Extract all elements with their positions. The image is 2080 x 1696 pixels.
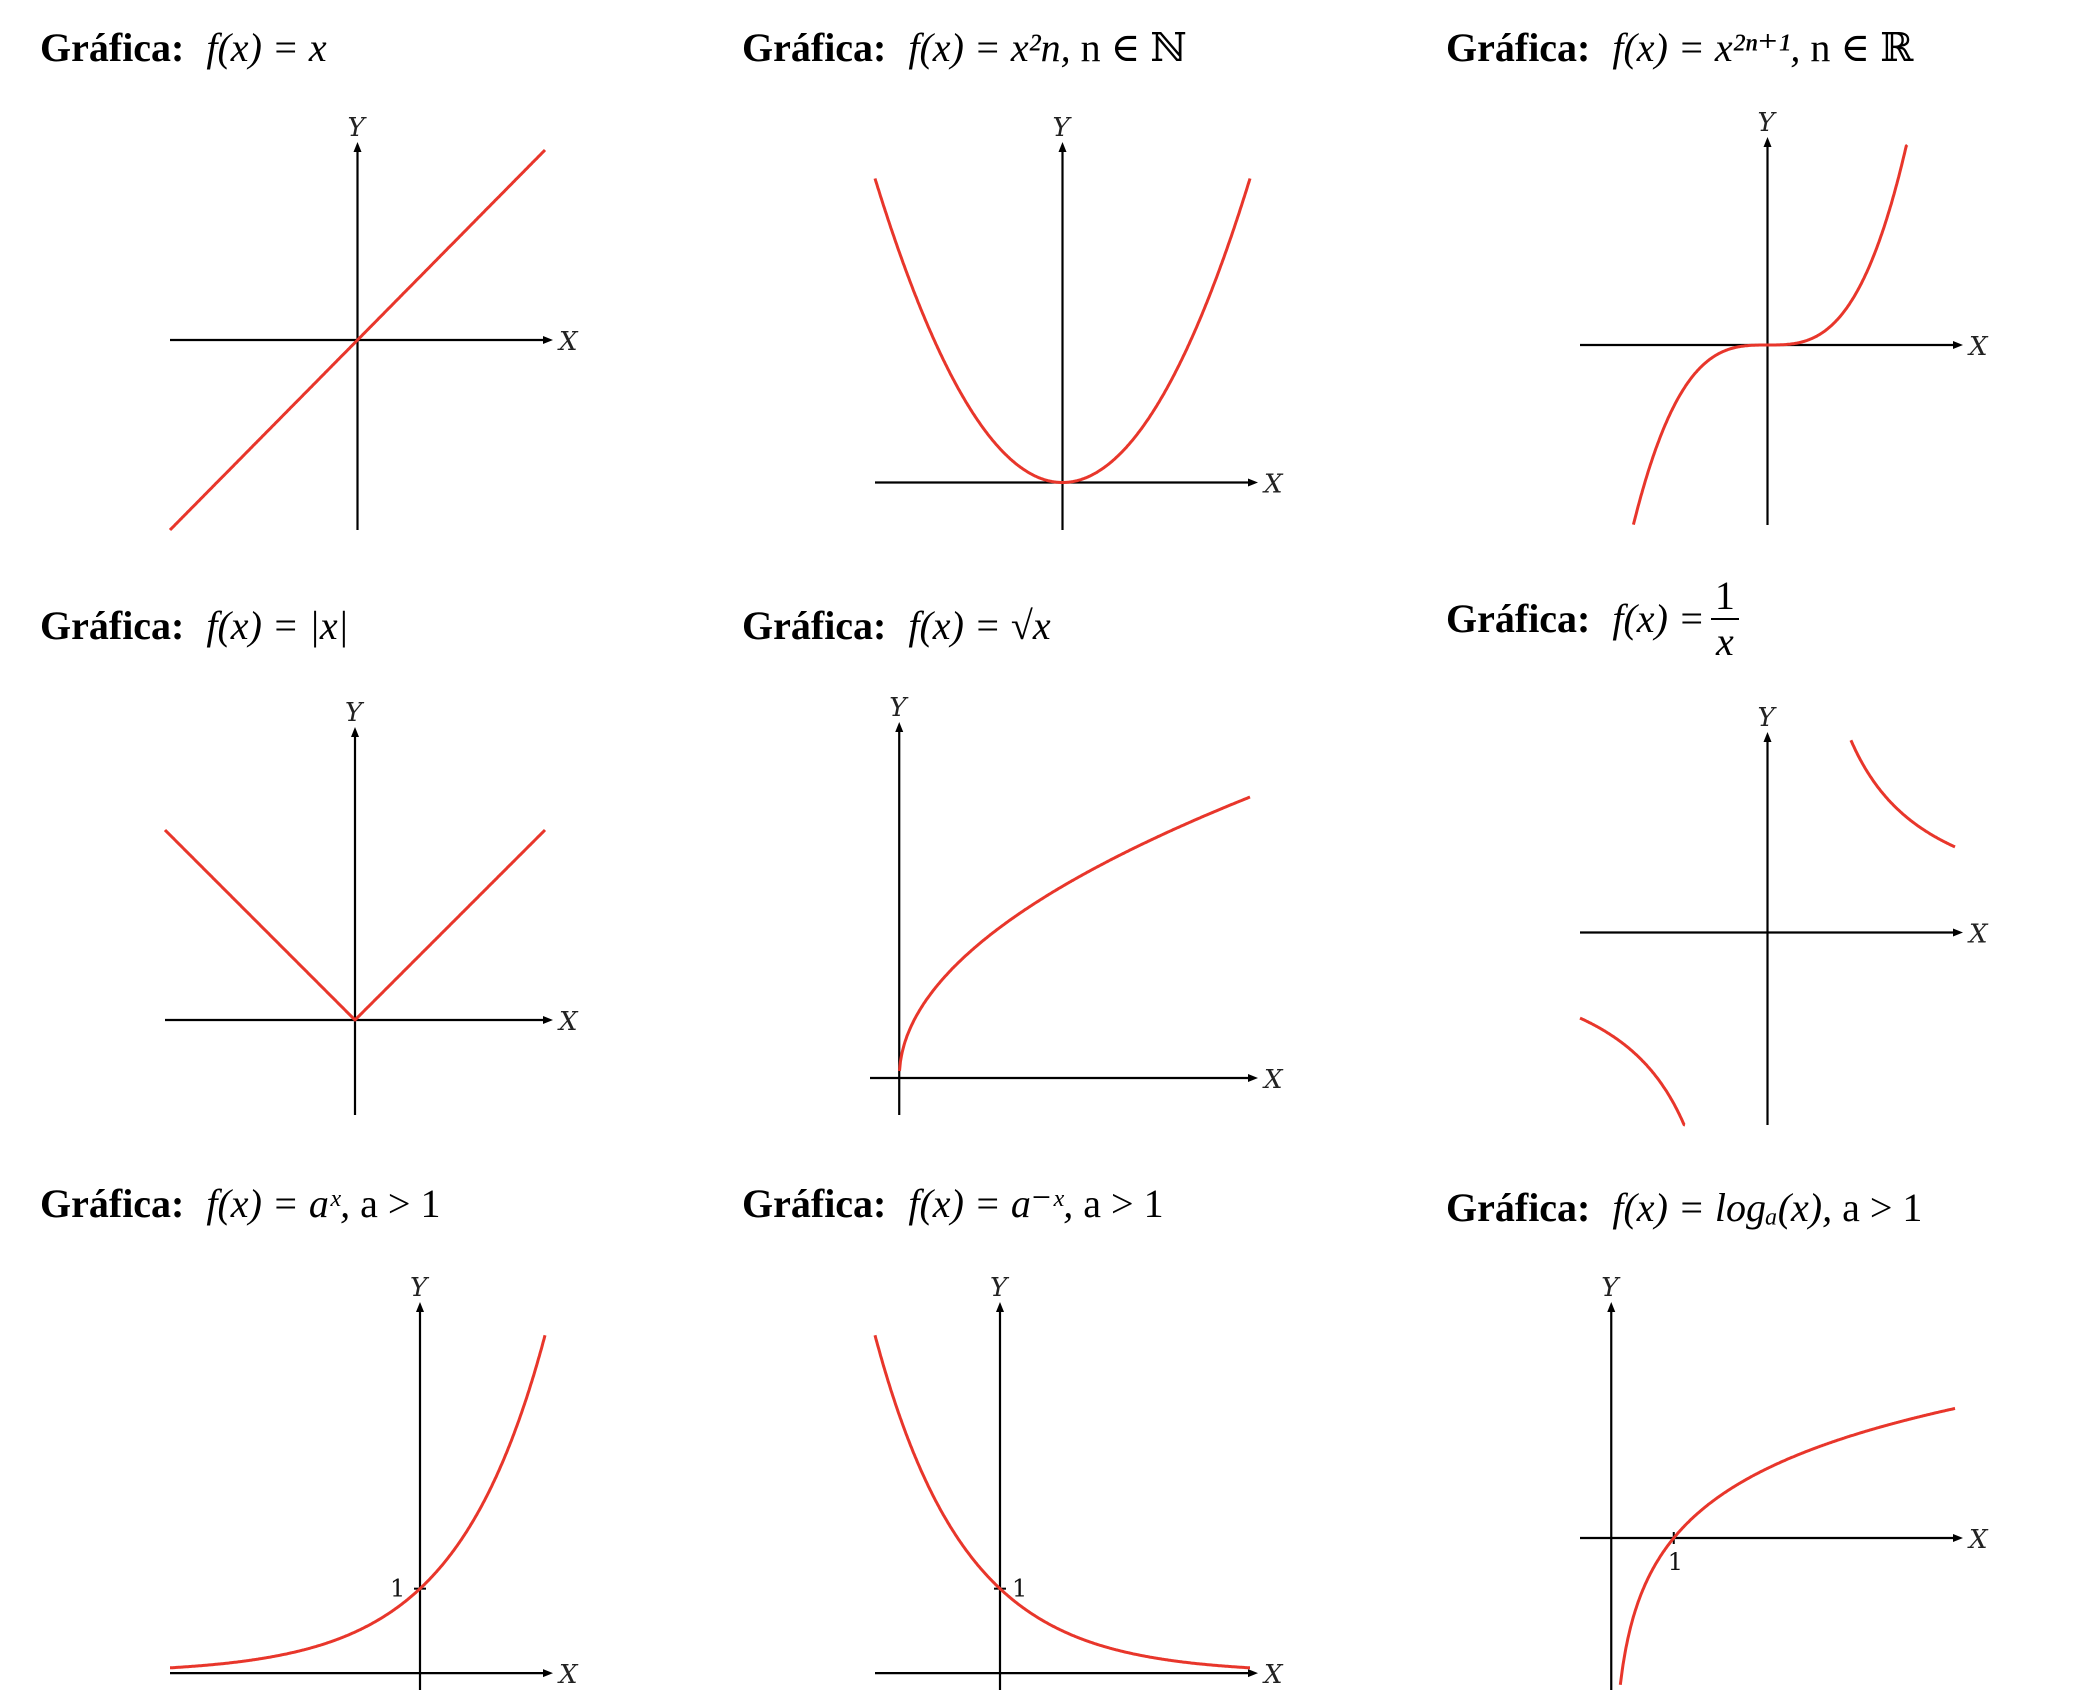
plot-sqrt: XY [870,693,1284,1115]
function-curve-1 [873,1334,1251,1670]
x-axis-label: X [557,1007,579,1037]
chart-title-even-power: Gráfica: f(x) = x²n, n ∈ ℕ [742,28,1187,68]
title-condition: a > 1 [1073,1181,1164,1226]
title-label: Gráfica: [1446,596,1591,641]
x-axis-label: X [1262,1660,1284,1690]
chart-title-log: Gráfica: f(x) = logₐ(x), a > 1 [1446,1188,1922,1228]
chart-title-absolute: Gráfica: f(x) = |x| [40,606,349,646]
chart-title-exp-decay: Gráfica: f(x) = a⁻ˣ, a > 1 [742,1184,1164,1224]
function-curve-2 [1849,739,1956,849]
plot-odd_power: XY [1580,108,1989,525]
x-axis-arrow [1953,928,1963,937]
x-axis-arrow [1953,341,1963,349]
title-label: Gráfica: [1446,25,1591,70]
plot-absolute: XY [163,698,579,1115]
plot-exp_decay: X Y 1 [873,1273,1284,1690]
fraction-numerator: 1 [1710,576,1739,620]
function-curve-1 [168,148,547,532]
function-curve-1 [1579,1016,1686,1127]
title-formula: f(x) = aˣ, [206,1181,351,1226]
y-axis-arrow [1763,137,1772,147]
title-condition: n ∈ ℝ [1800,25,1914,70]
x-axis-label: X [1967,332,1989,362]
title-label: Gráfica: [40,25,185,70]
x-axis-arrow [1953,1534,1963,1542]
chart-title-exp-growth: Gráfica: f(x) = aˣ, a > 1 [40,1184,440,1224]
title-condition: a > 1 [1832,1185,1923,1230]
y-axis-arrow [895,722,904,732]
function-curve-1 [163,828,547,1022]
title-formula: f(x) = a⁻ˣ, [908,1181,1074,1226]
x-axis-arrow [1248,478,1258,487]
title-formula: f(x) = x²ⁿ⁺¹, [1612,25,1801,70]
function-curve-1 [898,795,1251,1072]
y-axis-label: Y [889,693,909,723]
plot-reciprocal: XY [1579,703,1989,1127]
x-axis-label: X [1967,1525,1989,1555]
fraction-denominator: x [1715,619,1734,664]
y-axis-label: Y [1601,1273,1621,1303]
title-formula: f(x) = [1612,596,1705,641]
y-axis-label: Y [348,113,368,143]
x-tick-label: 1 [1668,1548,1683,1576]
function-curve-1 [169,1334,547,1670]
x-axis-label: X [557,327,579,357]
title-formula: f(x) = x [206,25,327,70]
y-axis-label: Y [410,1273,430,1303]
y-axis-label: Y [1758,108,1778,138]
chart-title-sqrt: Gráfica: f(x) = √x [742,606,1051,646]
y-axis-arrow [1607,1302,1616,1312]
y-axis-label: Y [1758,703,1778,733]
chart-title-odd-power: Gráfica: f(x) = x²ⁿ⁺¹, n ∈ ℝ [1446,28,1913,68]
title-label: Gráfica: [742,25,887,70]
title-condition: a > 1 [350,1181,441,1226]
x-axis-label: X [1967,920,1989,950]
y-tick-label: 1 [1012,1575,1027,1603]
title-label: Gráfica: [1446,1185,1591,1230]
title-label: Gráfica: [742,1181,887,1226]
title-formula: f(x) = x²n, [908,25,1071,70]
x-axis-label: X [557,1660,579,1690]
title-label: Gráfica: [40,1181,185,1226]
y-axis-arrow [1763,732,1772,742]
y-axis-label: Y [990,1273,1010,1303]
function-curve-1 [873,178,1252,484]
x-axis-label: X [1262,470,1284,500]
x-axis-arrow [543,1669,553,1678]
y-axis-arrow [351,727,359,737]
plot-even_power: XY [873,113,1284,530]
title-label: Gráfica: [40,603,185,648]
y-tick-label: 1 [390,1575,405,1603]
function-curve-1 [1618,1406,1956,1685]
chart-title-linear: Gráfica: f(x) = x [40,28,327,68]
x-axis-arrow [543,336,553,344]
y-axis-arrow [353,142,362,152]
x-axis-arrow [1248,1669,1258,1678]
plot-identity: XY [168,113,579,532]
y-axis-label: Y [1053,113,1073,143]
title-condition: n ∈ ℕ [1070,25,1187,70]
y-axis-label: Y [345,698,365,728]
title-formula: f(x) = |x| [206,603,349,648]
y-axis-arrow [996,1302,1004,1312]
y-axis-arrow [1058,142,1067,152]
title-label: Gráfica: [742,603,887,648]
x-axis-arrow [1248,1073,1258,1082]
x-axis-arrow [543,1016,553,1024]
y-axis-arrow [416,1302,424,1312]
title-formula: f(x) = √x [908,603,1051,648]
function-curve-1 [1631,143,1909,525]
x-axis-label: X [1262,1065,1284,1095]
plot-log: X Y 1 [1580,1273,1989,1690]
title-formula: f(x) = logₐ(x), [1612,1185,1833,1230]
plot-exp_growth: X Y 1 [169,1273,579,1690]
